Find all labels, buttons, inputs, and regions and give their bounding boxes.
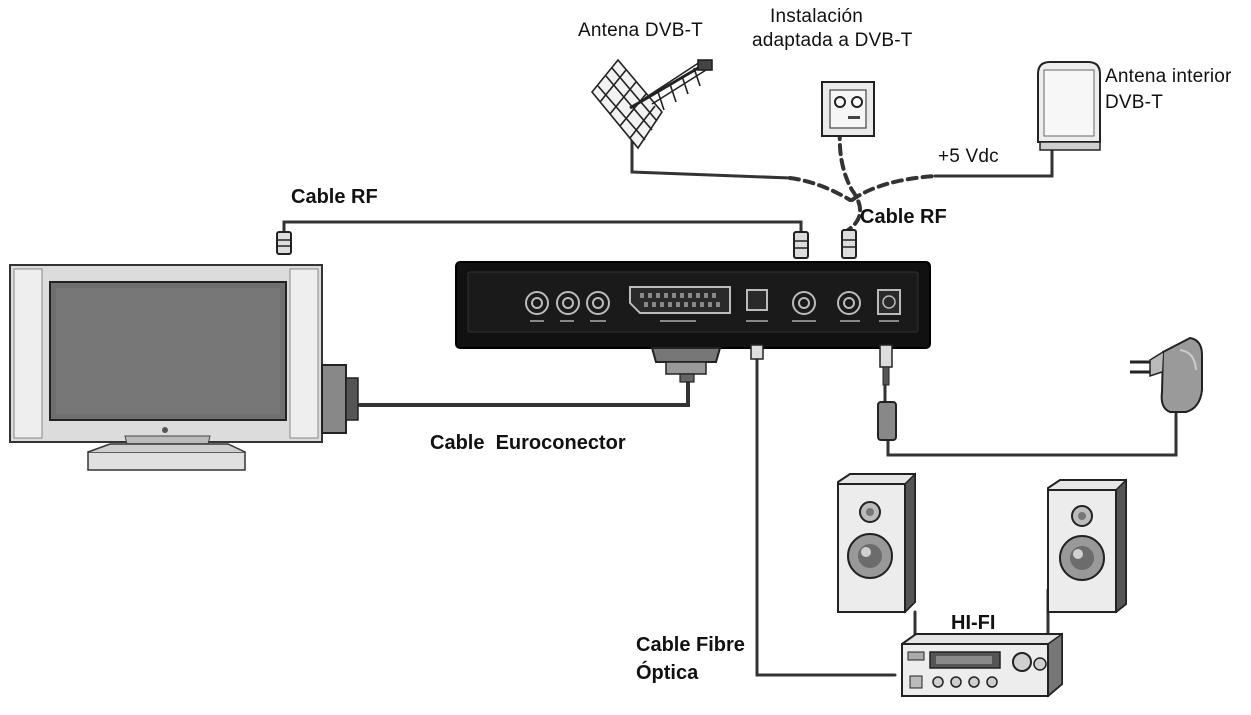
label-cable-euroconector: Cable Euroconector xyxy=(430,432,626,454)
speaker-cable-right xyxy=(1028,588,1050,642)
optical-port xyxy=(746,289,768,311)
tv-icon xyxy=(9,264,359,471)
indoor-dashed-cable xyxy=(850,174,937,202)
indoor-antenna-icon xyxy=(1037,61,1101,151)
antenna-cable xyxy=(630,138,792,180)
antenna-dashed-cable xyxy=(788,176,852,202)
rf-plug-right xyxy=(841,229,857,259)
speaker-icon-left xyxy=(837,472,916,614)
scart-port xyxy=(629,286,731,314)
label-instalacion-line1: Instalación xyxy=(770,6,864,27)
label-cable-fibre-line1: Cable Fibre xyxy=(636,634,745,656)
rf-plug-left xyxy=(276,231,292,255)
power-cable-lower xyxy=(886,410,1178,457)
label-vdc: +5 Vdc xyxy=(938,146,999,167)
rf-cable-tv xyxy=(282,220,803,234)
dc-port xyxy=(877,289,901,315)
label-antena-dvbt: Antena DVB-T xyxy=(578,20,703,41)
label-hifi: HI-FI xyxy=(951,612,996,634)
label-cable-rf-left: Cable RF xyxy=(291,186,378,208)
receiver-icon xyxy=(455,261,931,349)
optical-cable xyxy=(755,353,897,677)
indoor-antenna-cable xyxy=(933,148,1054,178)
dc-plug-icon xyxy=(877,344,897,441)
label-cable-fibre-line2: Óptica xyxy=(636,662,699,684)
optical-plug-icon xyxy=(750,344,764,360)
power-adapter-icon xyxy=(1130,336,1203,413)
scart-plug-icon xyxy=(650,347,722,383)
speaker-icon-right xyxy=(1047,478,1127,614)
amplifier-icon xyxy=(901,632,1063,698)
label-cable-rf-right: Cable RF xyxy=(860,206,947,228)
label-instalacion-line2: adaptada a DVB-T xyxy=(752,30,913,51)
rca-jacks xyxy=(525,291,610,315)
rf-ports xyxy=(792,291,861,315)
wall-socket-icon xyxy=(821,81,875,137)
label-antena-interior-line1: Antena interior xyxy=(1105,66,1232,87)
dvbt-antenna-icon xyxy=(590,58,713,150)
rf-plug-middle xyxy=(793,231,809,259)
port-markings xyxy=(530,320,899,322)
cables xyxy=(282,128,1178,677)
label-antena-interior-line2: DVB-T xyxy=(1105,92,1163,113)
socket-dashed-cable xyxy=(837,128,862,232)
euroconector-cable xyxy=(358,376,690,407)
